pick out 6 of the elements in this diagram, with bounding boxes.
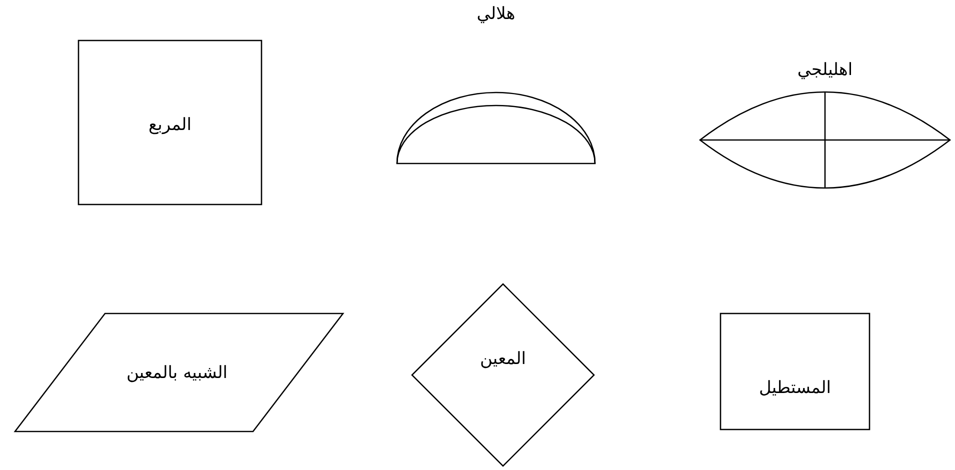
shape-label: اهليلجي xyxy=(797,60,853,80)
shape-label: المربع xyxy=(148,115,192,135)
shape-label: الشبيه بالمعين xyxy=(126,363,228,383)
shape-label: المعين xyxy=(480,349,526,369)
shape-label: المستطيل xyxy=(759,378,831,398)
shape-label: هلالي xyxy=(476,4,516,24)
